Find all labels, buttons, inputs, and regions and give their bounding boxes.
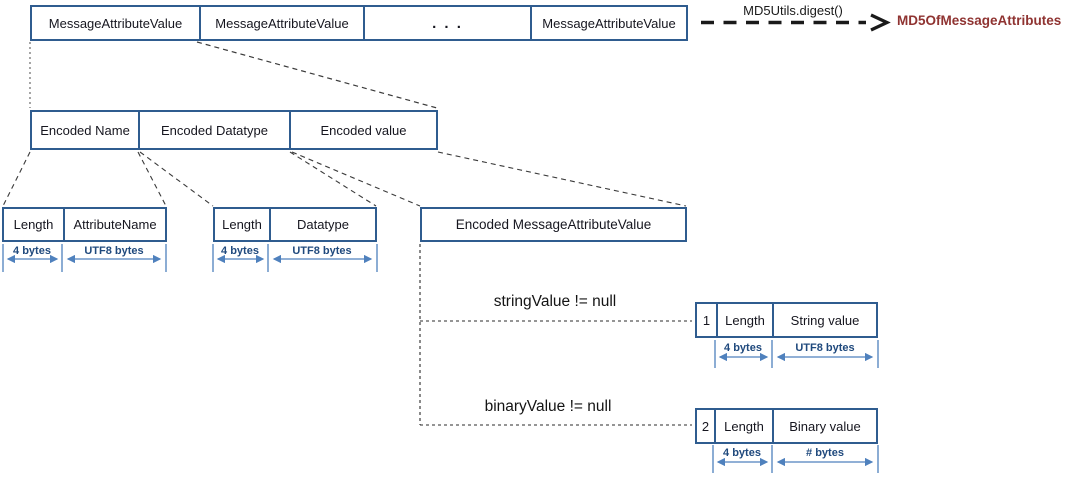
- message-attribute-value-row: MessageAttributeValue MessageAttributeVa…: [30, 5, 688, 41]
- connector-encodedrow-to-groups: [2, 151, 687, 207]
- md5-of-message-attributes-label: MD5OfMessageAttributes: [897, 13, 1062, 28]
- dim-arrows-datatype-group: [212, 244, 378, 272]
- binary-length-box: Length: [714, 410, 772, 442]
- string-length-dim-label: 4 bytes: [724, 342, 762, 354]
- name-group: Length AttributeName: [2, 207, 167, 242]
- string-length-box: Length: [716, 304, 772, 336]
- attribute-name-box: AttributeName: [63, 209, 165, 240]
- string-value-condition-label: stringValue != null: [493, 293, 617, 310]
- encoded-mav-box: Encoded MessageAttributeValue: [420, 207, 687, 242]
- string-value-group: 1 Length String value: [695, 302, 878, 338]
- message-attribute-value-box-1: MessageAttributeValue: [48, 15, 183, 31]
- string-value-box: String value: [772, 304, 876, 336]
- message-attribute-value-box-n: MessageAttributeValue: [530, 7, 686, 39]
- encoded-name-box: Encoded Name: [40, 122, 130, 138]
- datatype-dim-label: UTF8 bytes: [292, 245, 352, 257]
- md5-digest-arrow: [701, 13, 891, 32]
- connector-branch-tree: [419, 244, 692, 426]
- string-type-id-box: 1: [702, 312, 711, 328]
- string-value-dim-label: UTF8 bytes: [795, 342, 855, 354]
- datatype-box: Datatype: [269, 209, 375, 240]
- binary-value-group: 2 Length Binary value: [695, 408, 878, 444]
- connector-toprow-to-encodedrow: [29, 41, 438, 109]
- datatype-length-box: Length: [222, 217, 262, 232]
- dim-arrows-name-group: [2, 244, 167, 272]
- datatype-length-dim-label: 4 bytes: [221, 245, 259, 257]
- encoded-value-box: Encoded value: [289, 112, 436, 148]
- name-length-box: Length: [13, 217, 54, 232]
- encoded-datatype-box: Encoded Datatype: [138, 112, 289, 148]
- binary-value-dim-label: # bytes: [806, 447, 844, 459]
- binary-type-id-box: 2: [701, 418, 710, 434]
- binary-value-box: Binary value: [772, 410, 876, 442]
- ellipsis-box: . . .: [363, 7, 530, 39]
- dim-arrows-string-box: [714, 340, 879, 368]
- datatype-group: Length Datatype: [213, 207, 377, 242]
- binary-value-condition-label: binaryValue != null: [484, 398, 612, 415]
- message-attribute-value-box-2: MessageAttributeValue: [199, 7, 363, 39]
- md5-digest-arrow-label: MD5Utils.digest(): [743, 3, 843, 18]
- binary-length-dim-label: 4 bytes: [723, 447, 761, 459]
- encoded-parts-row: Encoded Name Encoded Datatype Encoded va…: [30, 110, 438, 150]
- encoded-mav-label: Encoded MessageAttributeValue: [455, 217, 652, 232]
- attribute-name-dim-label: UTF8 bytes: [84, 245, 144, 257]
- dim-arrows-binary-box: [712, 445, 879, 473]
- name-length-dim-label: 4 bytes: [13, 245, 51, 257]
